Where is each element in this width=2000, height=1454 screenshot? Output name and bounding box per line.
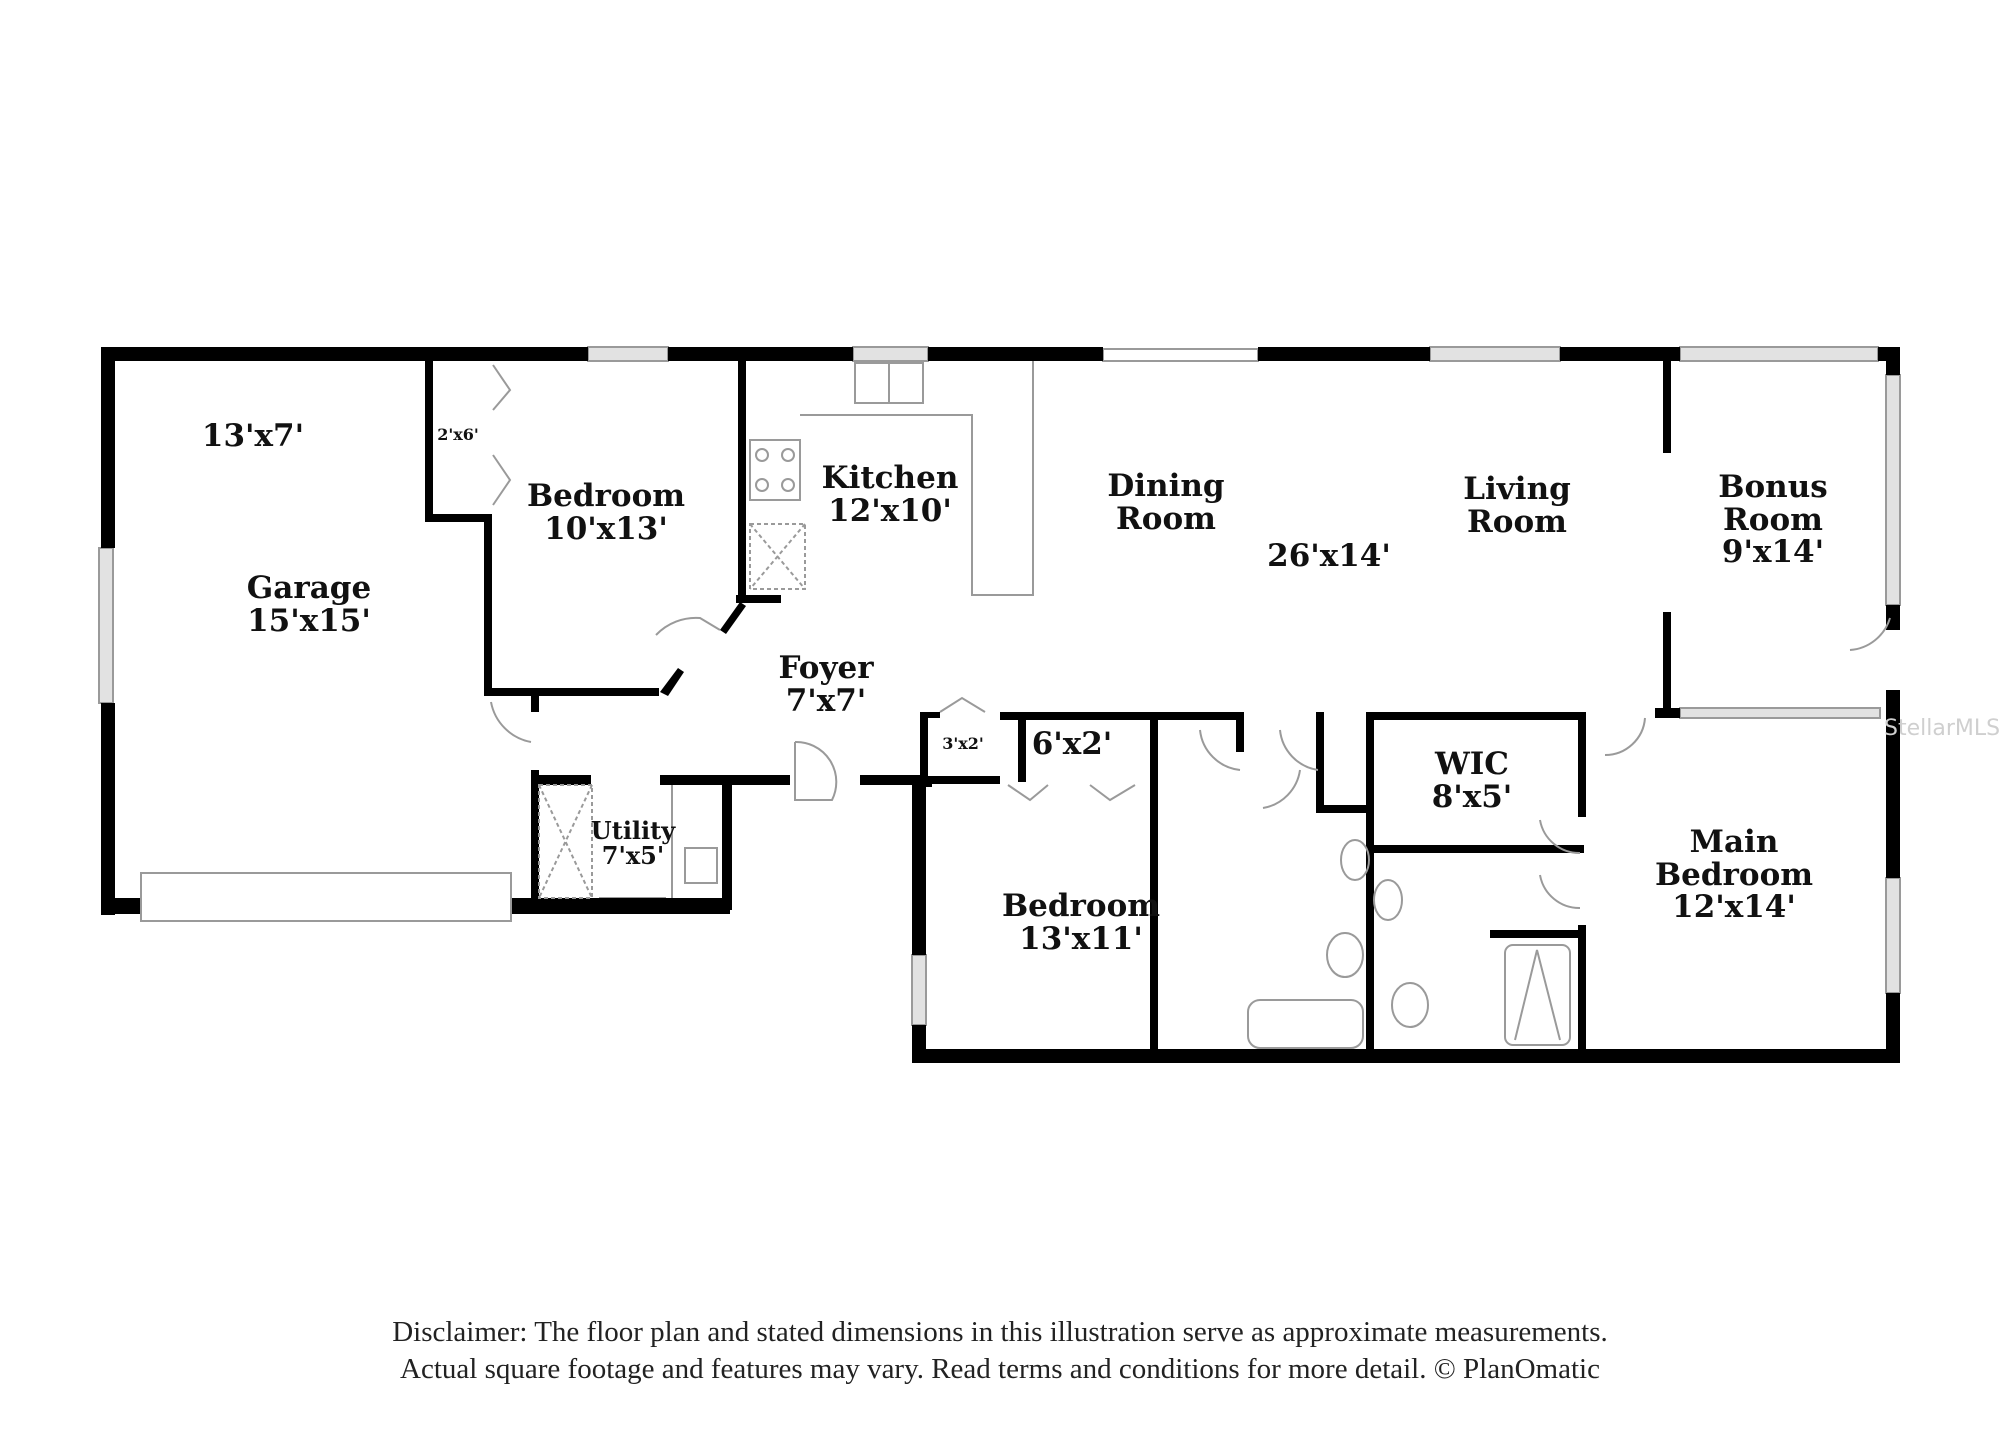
window-bonus-right [1885, 374, 1901, 606]
toilet-icon [1391, 982, 1429, 1028]
room-name: Bedroom [1001, 888, 1161, 924]
room-dims: 7'x7' [785, 682, 867, 719]
utility-sink-icon [684, 847, 718, 884]
door-swing [1539, 819, 1581, 855]
stove-icon [749, 439, 801, 501]
room-name: Bedroom [1654, 856, 1814, 893]
room-dims: 12'x10' [828, 492, 952, 529]
room-dims: 3'x2' [942, 734, 984, 753]
room-name: Garage [246, 570, 372, 606]
room-dims: 13'x11' [1019, 920, 1143, 957]
room-label-closet-1: 2'x6' [437, 425, 479, 444]
closet-bifold [492, 364, 512, 506]
washer-dryer-icon [538, 784, 593, 899]
window-main-top [1679, 707, 1881, 719]
disclaimer-line-1: Disclaimer: The floor plan and stated di… [392, 1316, 1608, 1348]
room-label-utility: Utility 7'x5' [590, 816, 676, 871]
room-dims: 12'x14' [1672, 889, 1796, 926]
room-label-bedroom-2: Bedroom 10'x13' [527, 480, 685, 545]
room-label-hall-closet: 3'x2' [942, 734, 984, 753]
room-name: Kitchen [821, 460, 959, 496]
room-name: Foyer [778, 650, 874, 686]
room-name: Room [1723, 501, 1823, 538]
room-name: Bedroom [526, 478, 686, 514]
window-dining-top [1102, 348, 1259, 362]
room-name: Utility [590, 816, 676, 845]
window-garage-left [98, 547, 114, 704]
closet-bifold [939, 696, 986, 713]
window-bed3-left [911, 954, 927, 1026]
room-label-garage-extension: 13'x7' [202, 420, 304, 453]
toilet-icon [1326, 932, 1364, 978]
room-dims: 26'x14' [1267, 538, 1391, 574]
room-label-bonus: Bonus Room 9'x14' [1718, 471, 1827, 569]
room-dims: 8'x5' [1431, 778, 1513, 815]
room-dims: 7'x5' [601, 841, 665, 871]
window-bonus-top [1679, 346, 1879, 362]
room-label-main-bedroom: Main Bedroom 12'x14' [1655, 826, 1813, 924]
room-name: WIC [1434, 746, 1509, 782]
room-label-foyer: Foyer 7'x7' [778, 652, 873, 717]
garage-door [140, 872, 512, 922]
room-label-closet-2: 6'x2' [1032, 728, 1113, 761]
fridge-icon [749, 523, 806, 590]
door-swing [655, 616, 721, 636]
disclaimer-line-2: Actual square footage and features may v… [400, 1353, 1600, 1385]
door-swing [1539, 874, 1581, 910]
windows [98, 346, 1901, 1026]
fixtures [140, 361, 1891, 1049]
shower-icon [1504, 944, 1571, 1046]
watermark: StellarMLS [1884, 716, 2000, 741]
door-swing [490, 701, 532, 743]
room-label-garage: Garage 15'x15' [247, 572, 371, 637]
kitchen-counter [800, 361, 1034, 596]
room-label-dining: Dining Room [1107, 470, 1224, 535]
room-dims: 15'x15' [247, 602, 371, 639]
room-dims: 10'x13' [544, 510, 668, 547]
room-name: Main [1689, 824, 1779, 860]
window-bed2-top [587, 346, 669, 362]
closet-bifold [1007, 784, 1136, 802]
window-living-top [1429, 346, 1561, 362]
room-name: Dining [1107, 468, 1225, 504]
room-dims: 9'x14' [1721, 534, 1825, 571]
window-main-right [1885, 877, 1901, 994]
door-swing [1199, 729, 1241, 771]
room-name: Living [1463, 471, 1571, 507]
door-swing [1604, 717, 1646, 757]
bathtub-icon [1247, 999, 1364, 1049]
door-swing [1849, 617, 1891, 651]
room-label-bedroom-3: Bedroom 13'x11' [1002, 890, 1160, 955]
window-kitchen-top [852, 346, 929, 362]
door-swing [794, 740, 838, 801]
room-dims: 13'x7' [201, 418, 305, 454]
walls [101, 347, 1900, 1063]
bath-sink-icon [1373, 879, 1403, 921]
room-name: Room [1467, 503, 1567, 540]
door-swing [1262, 769, 1301, 809]
room-dims: 2'x6' [437, 425, 479, 444]
room-label-dining-living-dims: 26'x14' [1267, 540, 1391, 573]
room-label-kitchen: Kitchen 12'x10' [822, 462, 959, 527]
bath-sink-icon [1340, 839, 1370, 881]
room-name: Room [1116, 500, 1216, 537]
room-name: Bonus [1718, 469, 1828, 505]
room-label-living: Living Room [1463, 473, 1571, 538]
room-dims: 6'x2' [1031, 726, 1113, 762]
door-swing [1279, 729, 1319, 771]
room-label-wic: WIC 8'x5' [1432, 748, 1513, 813]
